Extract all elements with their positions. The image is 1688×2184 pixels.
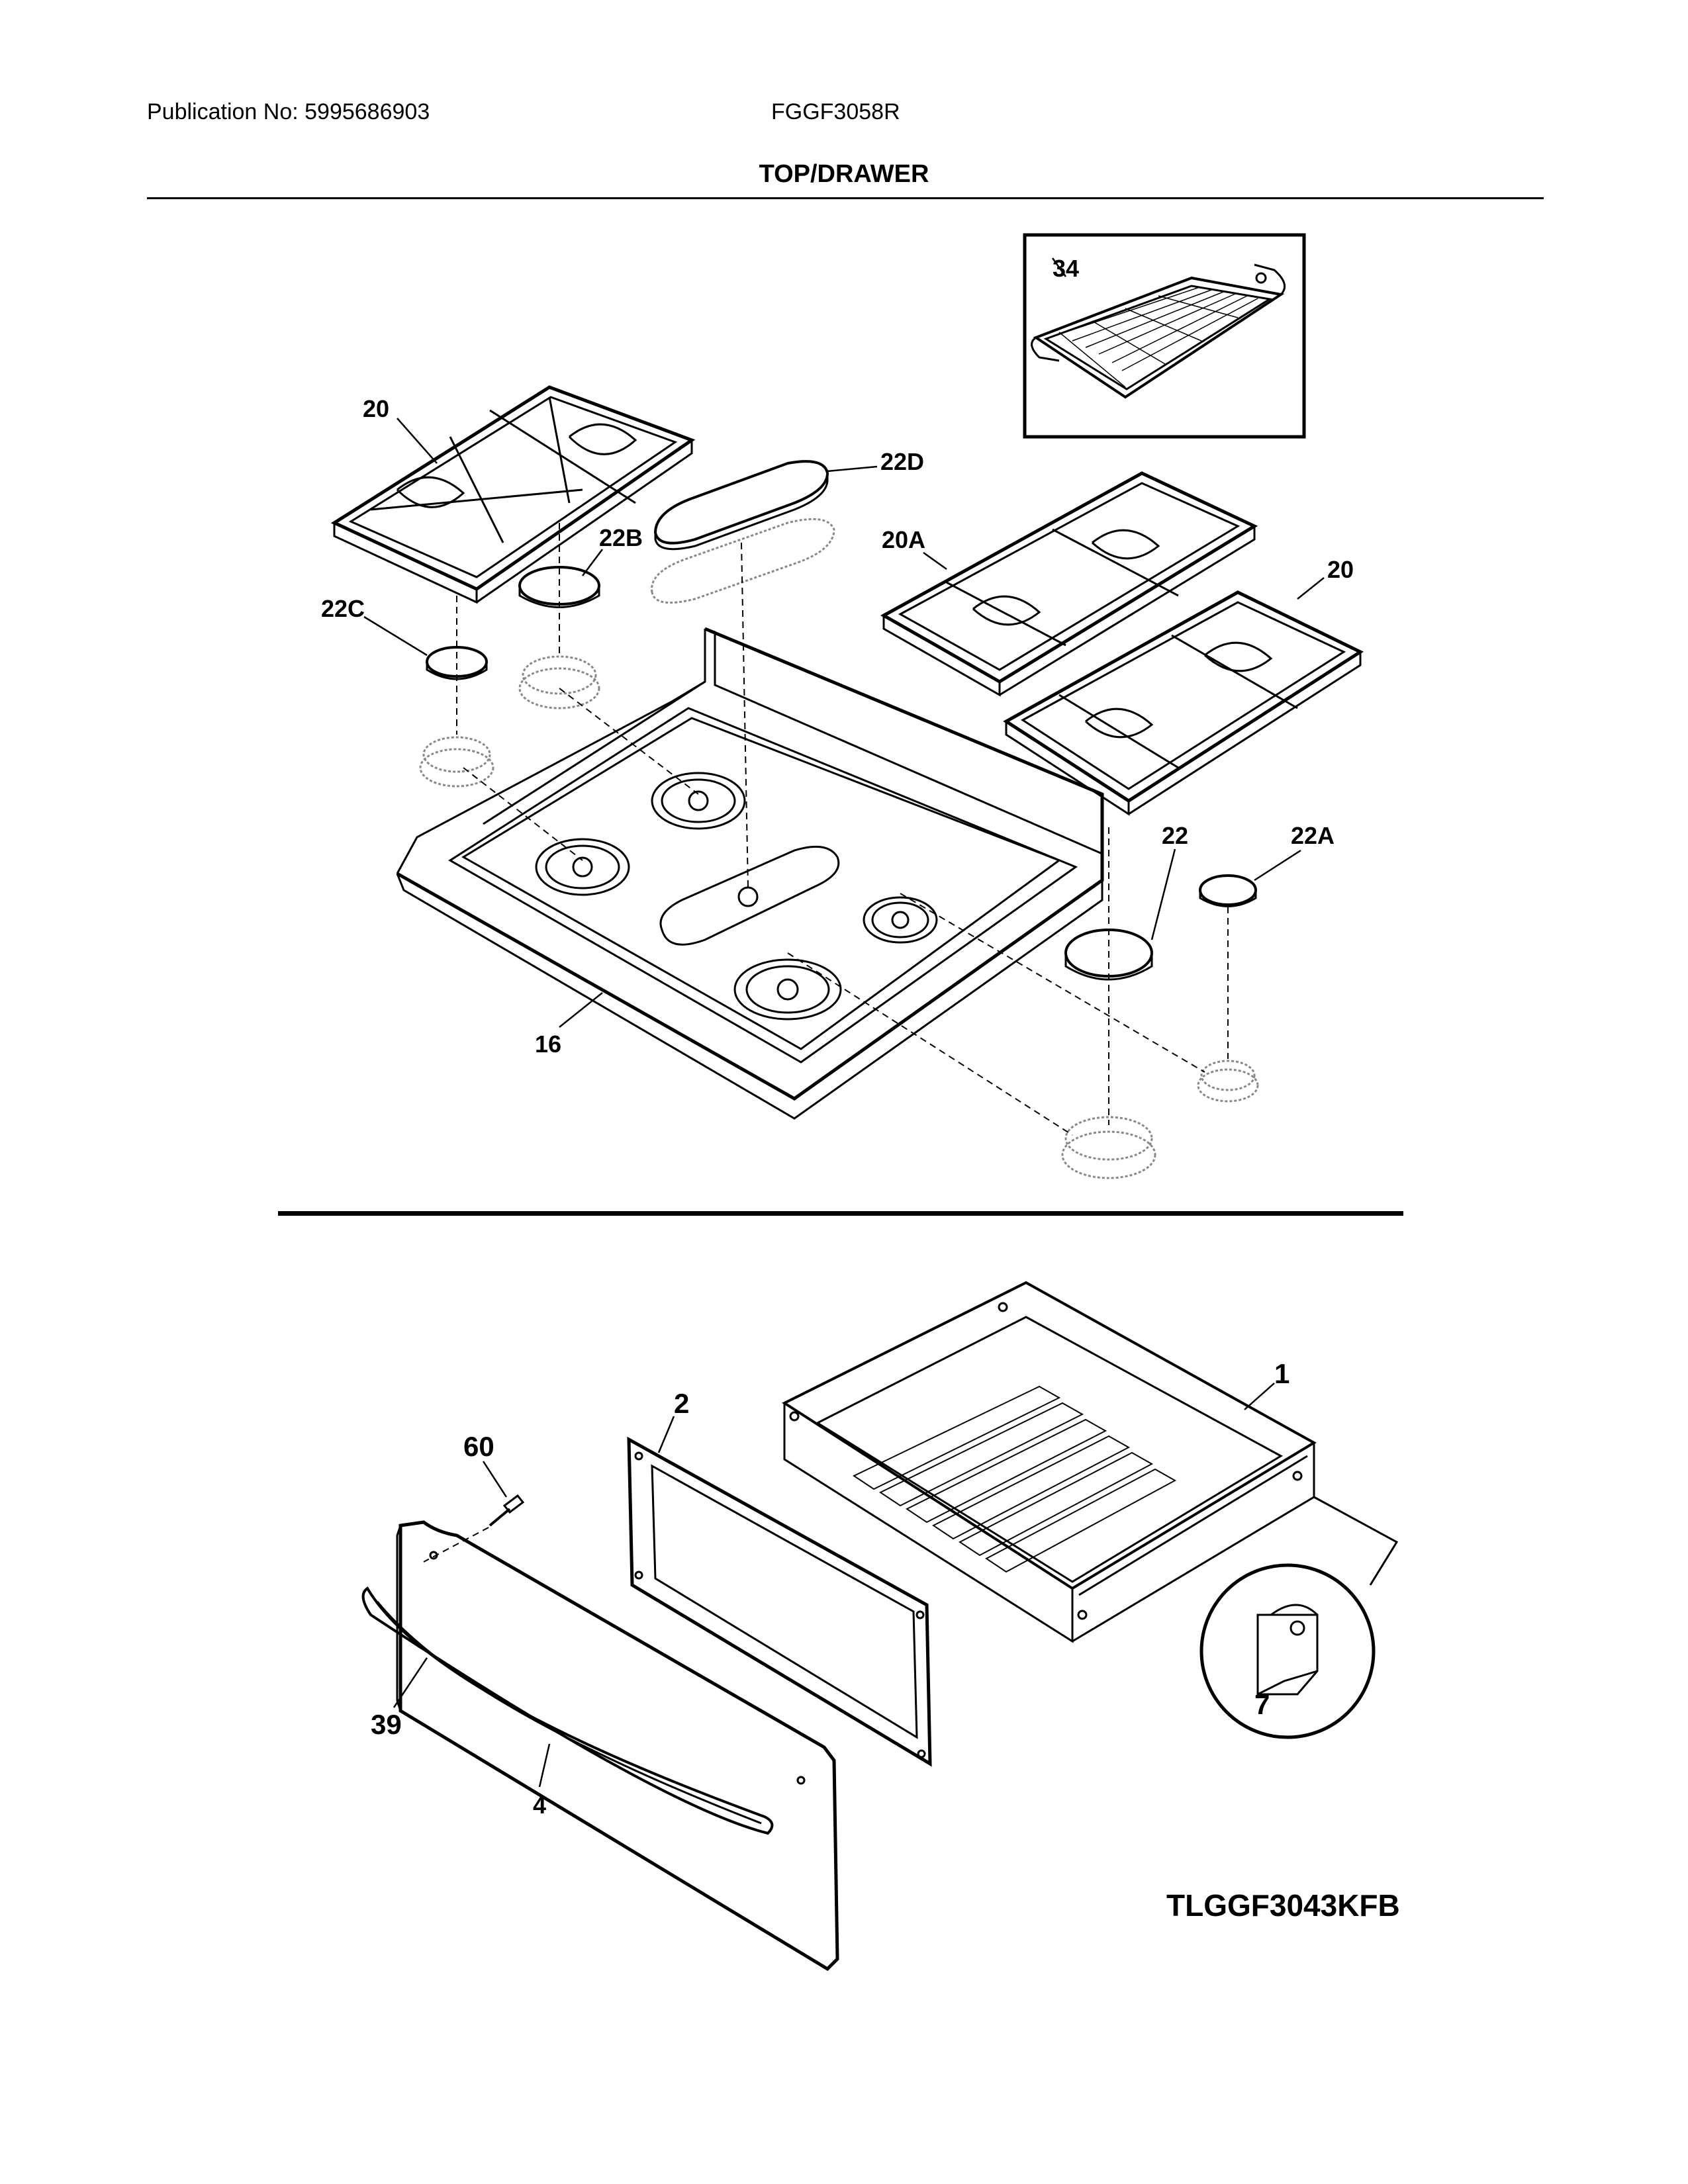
part-label-4: 4 xyxy=(533,1792,546,1819)
left-grate xyxy=(330,385,696,604)
part-label-22D: 22D xyxy=(880,448,924,475)
diagram-code: TLGGF3043KFB xyxy=(1166,1888,1400,1923)
oval-burner-cap xyxy=(651,460,835,604)
part-label-22C: 22C xyxy=(321,595,365,622)
right-grate xyxy=(1003,590,1364,816)
drawer-screw xyxy=(423,1494,525,1563)
publication-number: Publication No: 5995686903 xyxy=(147,99,430,124)
part-label-16: 16 xyxy=(535,1030,561,1058)
section-title: TOP/DRAWER xyxy=(759,160,929,188)
part-label-60: 60 xyxy=(463,1431,494,1462)
part-label-34: 34 xyxy=(1053,255,1079,282)
center-grate xyxy=(880,471,1258,697)
section-divider xyxy=(278,1211,1403,1216)
part-label-20-left: 20 xyxy=(363,395,389,422)
griddle-inset xyxy=(1023,233,1306,439)
part-label-22B: 22B xyxy=(599,524,643,551)
part-label-20A: 20A xyxy=(882,526,925,553)
model-number: FGGF3058R xyxy=(771,99,900,124)
drawer-front xyxy=(361,1520,839,1972)
part-label-7: 7 xyxy=(1254,1689,1270,1720)
part-label-20-right: 20 xyxy=(1327,556,1354,583)
clip-detail xyxy=(1199,1563,1376,1739)
part-label-22A: 22A xyxy=(1291,822,1335,849)
part-label-22: 22 xyxy=(1162,822,1188,849)
part-label-39: 39 xyxy=(371,1709,402,1740)
drawer-body xyxy=(781,1281,1399,1643)
part-label-2: 2 xyxy=(674,1388,689,1419)
cooktop-main-top xyxy=(396,627,1104,1120)
drawer-liner xyxy=(627,1436,932,1767)
header-rule xyxy=(147,197,1544,199)
part-label-1: 1 xyxy=(1274,1358,1289,1389)
